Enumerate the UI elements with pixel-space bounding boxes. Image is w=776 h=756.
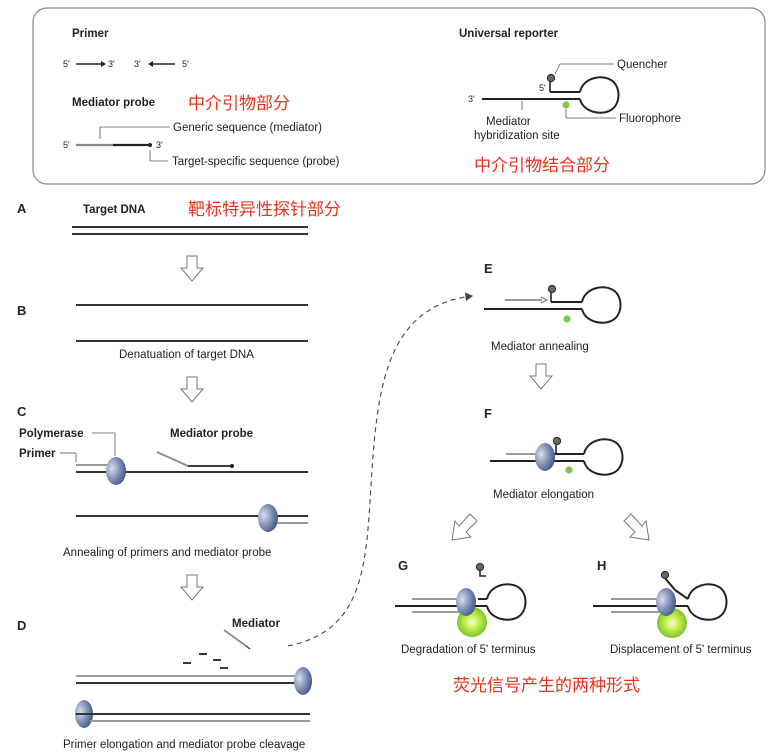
- step-h-caption: Displacement of 5' terminus: [610, 644, 752, 656]
- mediator-probe-cn-label: 中介引物部分: [188, 94, 290, 114]
- primer-rev-3: 3': [134, 59, 141, 69]
- reporter-h-loop: [687, 583, 728, 621]
- hyb-site-label-1: Mediator: [486, 116, 531, 128]
- mediator-probe-title: Mediator probe: [72, 97, 155, 109]
- primer-reverse-arrowhead: [148, 61, 153, 67]
- fluorophore-icon: [562, 101, 570, 109]
- cleaved-mediator-tip: [245, 645, 251, 650]
- step-c-letter: C: [17, 404, 27, 419]
- primer-label: Primer: [19, 448, 56, 460]
- fluorescence-forms-cn-label: 荧光信号产生的两种形式: [453, 676, 640, 696]
- probe-5: 5': [63, 140, 70, 150]
- down-arrow-icon: [179, 376, 205, 403]
- released-quencher-icon: [475, 562, 485, 572]
- quencher-leader: [554, 63, 561, 75]
- primer-fwd-5: 5': [63, 59, 70, 69]
- step-h-letter: H: [597, 558, 606, 573]
- quencher-icon: [660, 570, 670, 580]
- step-f-letter: F: [484, 406, 492, 421]
- reporter-f-loop: [583, 438, 624, 476]
- hyb-site-label-2: hybridization site: [474, 130, 560, 142]
- hyb-site-cn-label: 中介引物结合部分: [474, 156, 610, 176]
- displaced-strand: [674, 589, 689, 600]
- step-f-caption: Mediator elongation: [493, 489, 594, 501]
- quencher-icon: [546, 73, 556, 83]
- fluorophore-icon: [565, 466, 573, 474]
- reporter-5: 5': [539, 83, 546, 93]
- probe-mediator-tail: [156, 451, 189, 467]
- step-g-letter: G: [398, 558, 408, 573]
- polymerase-icon: [258, 504, 278, 532]
- reporter-e-loop: [581, 286, 622, 324]
- mediator-transfer-arrow: [287, 292, 474, 647]
- reporter-title: Universal reporter: [459, 28, 559, 40]
- target-specific-label: Target-specific sequence (probe): [172, 156, 340, 168]
- step-a-cn-label: 靶标特异性探针部分: [188, 200, 341, 220]
- polymerase-icon: [656, 588, 676, 616]
- quencher-label: Quencher: [617, 59, 668, 71]
- probe-3: 3': [156, 140, 163, 150]
- step-d-caption: Primer elongation and mediator probe cle…: [63, 739, 305, 751]
- generic-sequence-label: Generic sequence (mediator): [173, 122, 322, 134]
- quencher-icon: [552, 436, 562, 446]
- step-e-letter: E: [484, 261, 493, 276]
- step-b-letter: B: [17, 303, 26, 318]
- down-arrow-icon: [179, 574, 205, 601]
- mediator-annealed-arrowhead: [540, 296, 549, 304]
- reporter-hairpin-loop: [579, 76, 620, 114]
- fluorophore-icon: [563, 315, 571, 323]
- reporter-3: 3': [468, 94, 475, 104]
- down-arrow-icon: [528, 363, 554, 390]
- step-a-title: Target DNA: [83, 204, 145, 216]
- polymerase-icon: [106, 457, 126, 485]
- polymerase-icon: [456, 588, 476, 616]
- step-c-caption: Annealing of primers and mediator probe: [63, 547, 271, 559]
- mediator-probe-label: Mediator probe: [170, 428, 253, 440]
- probe-end: [230, 464, 234, 468]
- primer-title: Primer: [72, 28, 109, 40]
- primer-rev-5: 5': [182, 59, 189, 69]
- fluorophore-label: Fluorophore: [619, 113, 681, 125]
- down-arrow-icon: [179, 255, 205, 282]
- released-fragment: [479, 571, 486, 577]
- displaced-strand-tail: [664, 577, 676, 591]
- cleaved-mediator: [223, 629, 247, 647]
- polymerase-icon: [535, 443, 555, 471]
- mediator-label: Mediator: [232, 618, 280, 630]
- polymerase-label: Polymerase: [19, 428, 84, 440]
- step-a-letter: A: [17, 201, 27, 216]
- quencher-icon: [547, 284, 557, 294]
- step-e-caption: Mediator annealing: [491, 341, 589, 353]
- primer-fwd-3: 3': [108, 59, 115, 69]
- step-d-letter: D: [17, 618, 26, 633]
- diagonal-arrow-icon: [451, 513, 478, 541]
- legend-box: [32, 7, 766, 185]
- polymerase-icon: [294, 667, 312, 695]
- step-b-caption: Denatuation of target DNA: [119, 349, 254, 361]
- diagonal-arrow-icon: [623, 513, 650, 541]
- probe-3-end: [148, 143, 152, 147]
- reporter-g-loop: [486, 583, 527, 621]
- step-g-caption: Degradation of 5' terminus: [401, 644, 536, 656]
- primer-forward-arrowhead: [101, 61, 106, 67]
